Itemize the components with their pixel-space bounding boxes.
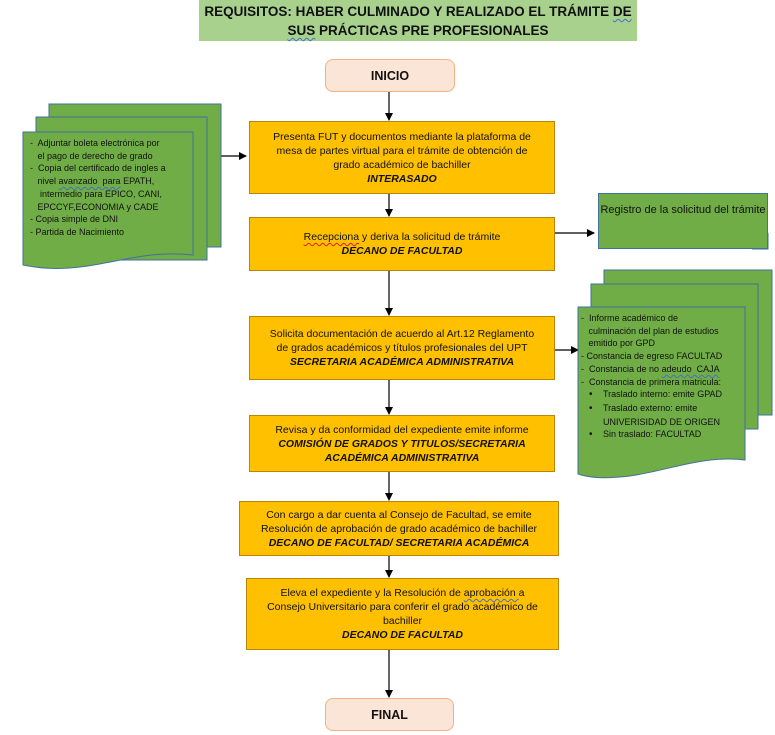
process-step-6: Eleva el expediente y la Resolución de a… [246,578,559,650]
process-step-3: Solicita documentación de acuerdo al Art… [249,316,555,380]
step3-line2: de grados académicos y títulos profesion… [276,342,528,354]
title-text-1: REQUISITOS: HABER CULMINADO Y REALIZADO … [204,4,613,19]
left-doc-item: nivel avanzado para EPATH, [30,175,195,188]
right-documents-list: - Informe académico de culminación del p… [581,312,746,442]
right-doc-item: emitido por GPD [581,338,656,349]
step1-line2: mesa de partes virtual para el trámite d… [276,144,528,157]
requirements-title: REQUISITOS: HABER CULMINADO Y REALIZADO … [199,0,637,41]
step2-text-1: Recepciona [303,231,360,243]
step2-role: DECANO DE FACULTAD [341,245,463,257]
step3-role: SECRETARIA ACADÉMICA ADMINISTRATIVA [289,356,515,368]
step4-role-line2: ACADÉMICA ADMINISTRATIVA [324,451,480,464]
start-terminal: INICIO [325,59,455,92]
left-doc-text: nivel [30,176,59,187]
process-step-1: Presenta FUT y documentos mediante la pl… [249,121,555,194]
left-doc-text: EPATH, [120,176,155,187]
step1-line1: Presenta FUT y documentos mediante la pl… [273,130,531,143]
step5-role: DECANO DE FACULTAD/ SECRETARIA ACADÉMICA [268,536,530,549]
right-doc-bullet: Traslado interno: emite GPAD [581,388,746,402]
end-terminal: FINAL [325,698,454,731]
step6-line3: bachiller [382,615,423,627]
right-doc-text: - Constancia de no [581,363,662,374]
left-doc-item: - Partida de Nacimiento [30,226,125,237]
left-documents-list: - Adjuntar boleta electrónica por el pag… [30,137,195,239]
step1-line3: grado académico de bachiller [333,158,471,171]
step3-line1: Solicita documentación de acuerdo al Art… [269,328,535,340]
right-doc-item: - Informe académico de [581,313,679,323]
left-doc-item: - Copia del certificado de ingles a [30,163,166,174]
left-doc-item: - Copia simple de DNI [30,214,119,225]
right-doc-bullet: Traslado externo: emite [581,402,746,416]
step4-role-line1: COMISIÓN DE GRADOS Y TITULOS/SECRETARIA [278,437,526,450]
right-doc-item: - Constancia de primera matricula: [581,376,722,387]
step6-line2: Consejo Universitario para conferir el g… [267,601,538,613]
step2-text-2: y deriva la solicitud de trámite [359,231,501,243]
step4-line1: Revisa y da conformidad del expediente e… [275,423,529,436]
left-doc-item: - Adjuntar boleta electrónica por [30,138,160,148]
right-doc-item: - Constancia de no adeudo CAJA [581,363,746,376]
right-doc-bullet: Sin traslado: FACULTAD [581,428,746,442]
title-text-4: PRÁCTICAS PRE PROFESIONALES [315,23,549,38]
step6-text-2: aprobación [463,587,519,599]
process-step-2: Recepciona y deriva la solicitud de trám… [249,217,555,271]
step5-line1: Con cargo a dar cuenta al Consejo de Fac… [266,508,532,521]
left-doc-item: el pago de derecho de grado [30,150,153,161]
step6-role: DECANO DE FACULTAD [342,629,463,641]
note-text: Registro de la solicitud del trámite [600,204,766,216]
right-doc-item: culminación del plan de estudios [581,325,719,336]
left-doc-item: intermedio para EPICO, CANI, [40,188,163,199]
left-doc-item: EPCCYF,ECONOMIA y CADE [30,201,159,212]
right-doc-item: - Constancia de egreso FACULTAD [581,351,723,362]
title-text-3: SUS [287,23,316,38]
process-step-4: Revisa y da conformidad del expediente e… [249,415,555,472]
step6-text-3: a [518,587,525,599]
step5-line2: Resolución de aprobación de grado académ… [260,522,538,535]
process-step-5: Con cargo a dar cuenta al Consejo de Fac… [239,501,559,556]
left-doc-text: avanzado para [58,176,121,187]
right-doc-bullet-continuation: UNIVERISIDAD DE ORIGEN [603,416,721,427]
registration-note: Registro de la solicitud del trámite [598,193,768,249]
end-label: FINAL [371,707,408,722]
step1-role: INTERASADO [367,172,437,185]
right-doc-text: adeudo CAJA [661,363,720,374]
title-text-2: DE [612,4,632,19]
start-label: INICIO [370,68,410,83]
step6-text-1: Eleva el expediente y la Resolución de [280,587,464,599]
